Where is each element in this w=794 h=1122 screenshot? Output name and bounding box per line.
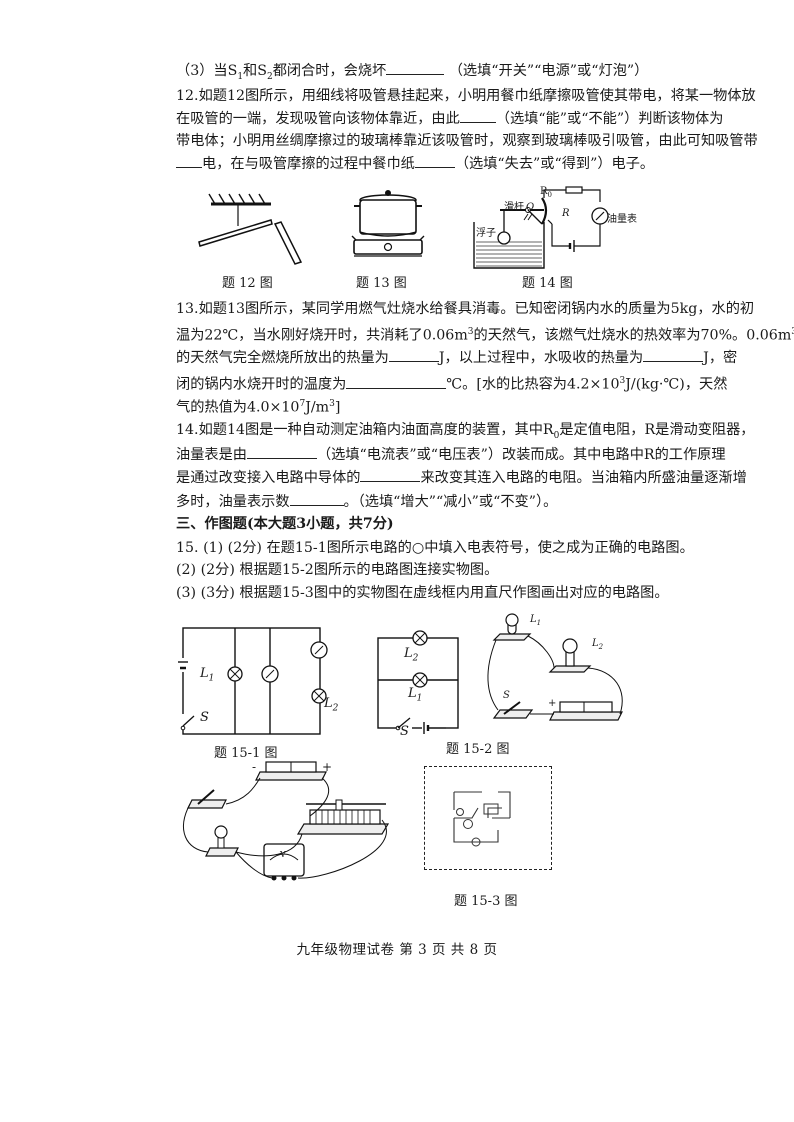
label-O: O xyxy=(526,202,535,213)
label-L2-15-1: L2 xyxy=(324,696,339,714)
q14-line3: 是通过改变接入电路中导体的来改变其连入电路的电阻。当油箱内所盛油量逐渐增 xyxy=(176,467,747,488)
q13-line2: 温为22℃，当水刚好烧开时，共消耗了0.06m3的天然气，该燃气灶烧水的热效率为… xyxy=(176,327,794,344)
figure-15-3-caption: 题 15-3 图 xyxy=(454,894,518,909)
label-R: R xyxy=(562,208,570,219)
label-L1-15-1: L1 xyxy=(200,666,215,684)
q12-line3: 带电体；小明用丝绸摩擦过的玻璃棒靠近该吸管时，观察到玻璃棒吸引吸管，由此可知吸管… xyxy=(176,133,758,149)
answer-blank[interactable] xyxy=(360,467,421,482)
answer-blank[interactable] xyxy=(459,108,496,123)
q15-part1: 15. (1) (2分) 在题15-1图所示电路的○中填入电表符号，使之成为正确… xyxy=(176,540,694,556)
q13-line4: 闭的锅内水烧开时的温度为℃。[水的比热容为4.2×103J/(kg·℃)，天然 xyxy=(176,371,727,395)
figure-12-caption: 题 12 图 xyxy=(222,276,273,291)
q12-line4: 电，在与吸管摩擦的过程中餐巾纸（选填“失去”或“得到”）电子。 xyxy=(176,153,654,174)
q13-line5: 气的热值为4.0×107J/m3] xyxy=(176,399,341,416)
q15-part2: (2) (2分) 根据题15-2图所示的电路图连接实物图。 xyxy=(176,562,499,578)
answer-blank[interactable] xyxy=(346,374,447,389)
label-L2-15-2: L2 xyxy=(404,646,419,664)
label-float: 浮子 xyxy=(476,228,496,239)
q14-line1: 14.如题14图是一种自动测定油箱内油面高度的装置，其中R0是定值电阻，R是滑动… xyxy=(176,422,755,441)
answer-blank[interactable] xyxy=(289,491,344,506)
answer-box-sketch xyxy=(453,791,511,847)
q12-line2: 在吸管的一端，发现吸管向该物体靠近，由此（选填“能”或“不能”）判断该物体为 xyxy=(176,108,723,129)
figure-13-pot-on-stove xyxy=(351,190,425,257)
label-L1-15-2: L1 xyxy=(408,686,423,704)
q11-part3-line: （3）当S1和S2都闭合时，会烧坏 （选填“开关”“电源”或“灯泡”） xyxy=(176,60,648,87)
q14-line2: 油量表是由（选填“电流表”或“电压表”）改装而成。其中电路中R的工作原理 xyxy=(176,444,726,465)
label-fuel-meter: 油量表 xyxy=(607,214,637,225)
answer-blank[interactable] xyxy=(388,347,439,362)
label-V-meter: V xyxy=(280,850,286,859)
figure-15-2-caption: 题 15-2 图 xyxy=(446,742,510,757)
q15-part3: (3) (3分) 根据题15-3图中的实物图在虚线框内用直尺作图画出对应的电路图… xyxy=(176,585,669,601)
figure-15-2-physical xyxy=(487,613,623,721)
answer-blank[interactable] xyxy=(386,60,445,75)
label-S-15-1: S xyxy=(200,710,209,725)
figure-15-1-caption: 题 15-1 图 xyxy=(214,746,278,761)
label-L2-physical: L2 xyxy=(592,638,604,651)
figure-15-2-circuit xyxy=(377,630,459,734)
answer-blank[interactable] xyxy=(176,153,202,168)
q14-line4: 多时，油量表示数。（选填“增大”“减小”或“不变”）。 xyxy=(176,491,557,512)
answer-blank[interactable] xyxy=(246,444,317,459)
q13-line1: 13.如题13图所示，某同学用燃气灶烧水给餐具消毒。已知密闭锅内水的质量为5kg… xyxy=(176,301,755,317)
label-S-physical: S xyxy=(503,690,510,701)
q12-line1: 12.如题12图所示，用细线将吸管悬挂起来，小明用餐巾纸摩擦吸管使其带电，将某一… xyxy=(176,88,756,104)
figure-15-3-physical xyxy=(183,761,390,881)
label-plus-physical: + xyxy=(548,698,557,709)
figure-13-caption: 题 13 图 xyxy=(356,276,407,291)
label-L1-physical: L1 xyxy=(530,614,542,627)
answer-blank[interactable] xyxy=(414,153,455,168)
page-footer: 九年级物理试卷 第 3 页 共 8 页 xyxy=(296,942,498,958)
label-R0: R0 xyxy=(540,186,552,199)
section-heading: 三、作图题(本大题3小题，共7分) xyxy=(176,516,394,532)
figure-15-1-circuit xyxy=(178,627,328,735)
figure-12-straw xyxy=(198,193,303,265)
label-slide-rod: 滑杆 xyxy=(504,202,524,213)
figure-14-fuel-gauge xyxy=(473,186,609,269)
label-minus-15-3: - xyxy=(252,760,257,774)
answer-box-dashed[interactable] xyxy=(424,766,552,870)
label-S-15-2: S xyxy=(400,724,409,739)
label-plus-15-3: + xyxy=(322,760,333,774)
figure-14-caption: 题 14 图 xyxy=(522,276,573,291)
answer-blank[interactable] xyxy=(643,347,704,362)
